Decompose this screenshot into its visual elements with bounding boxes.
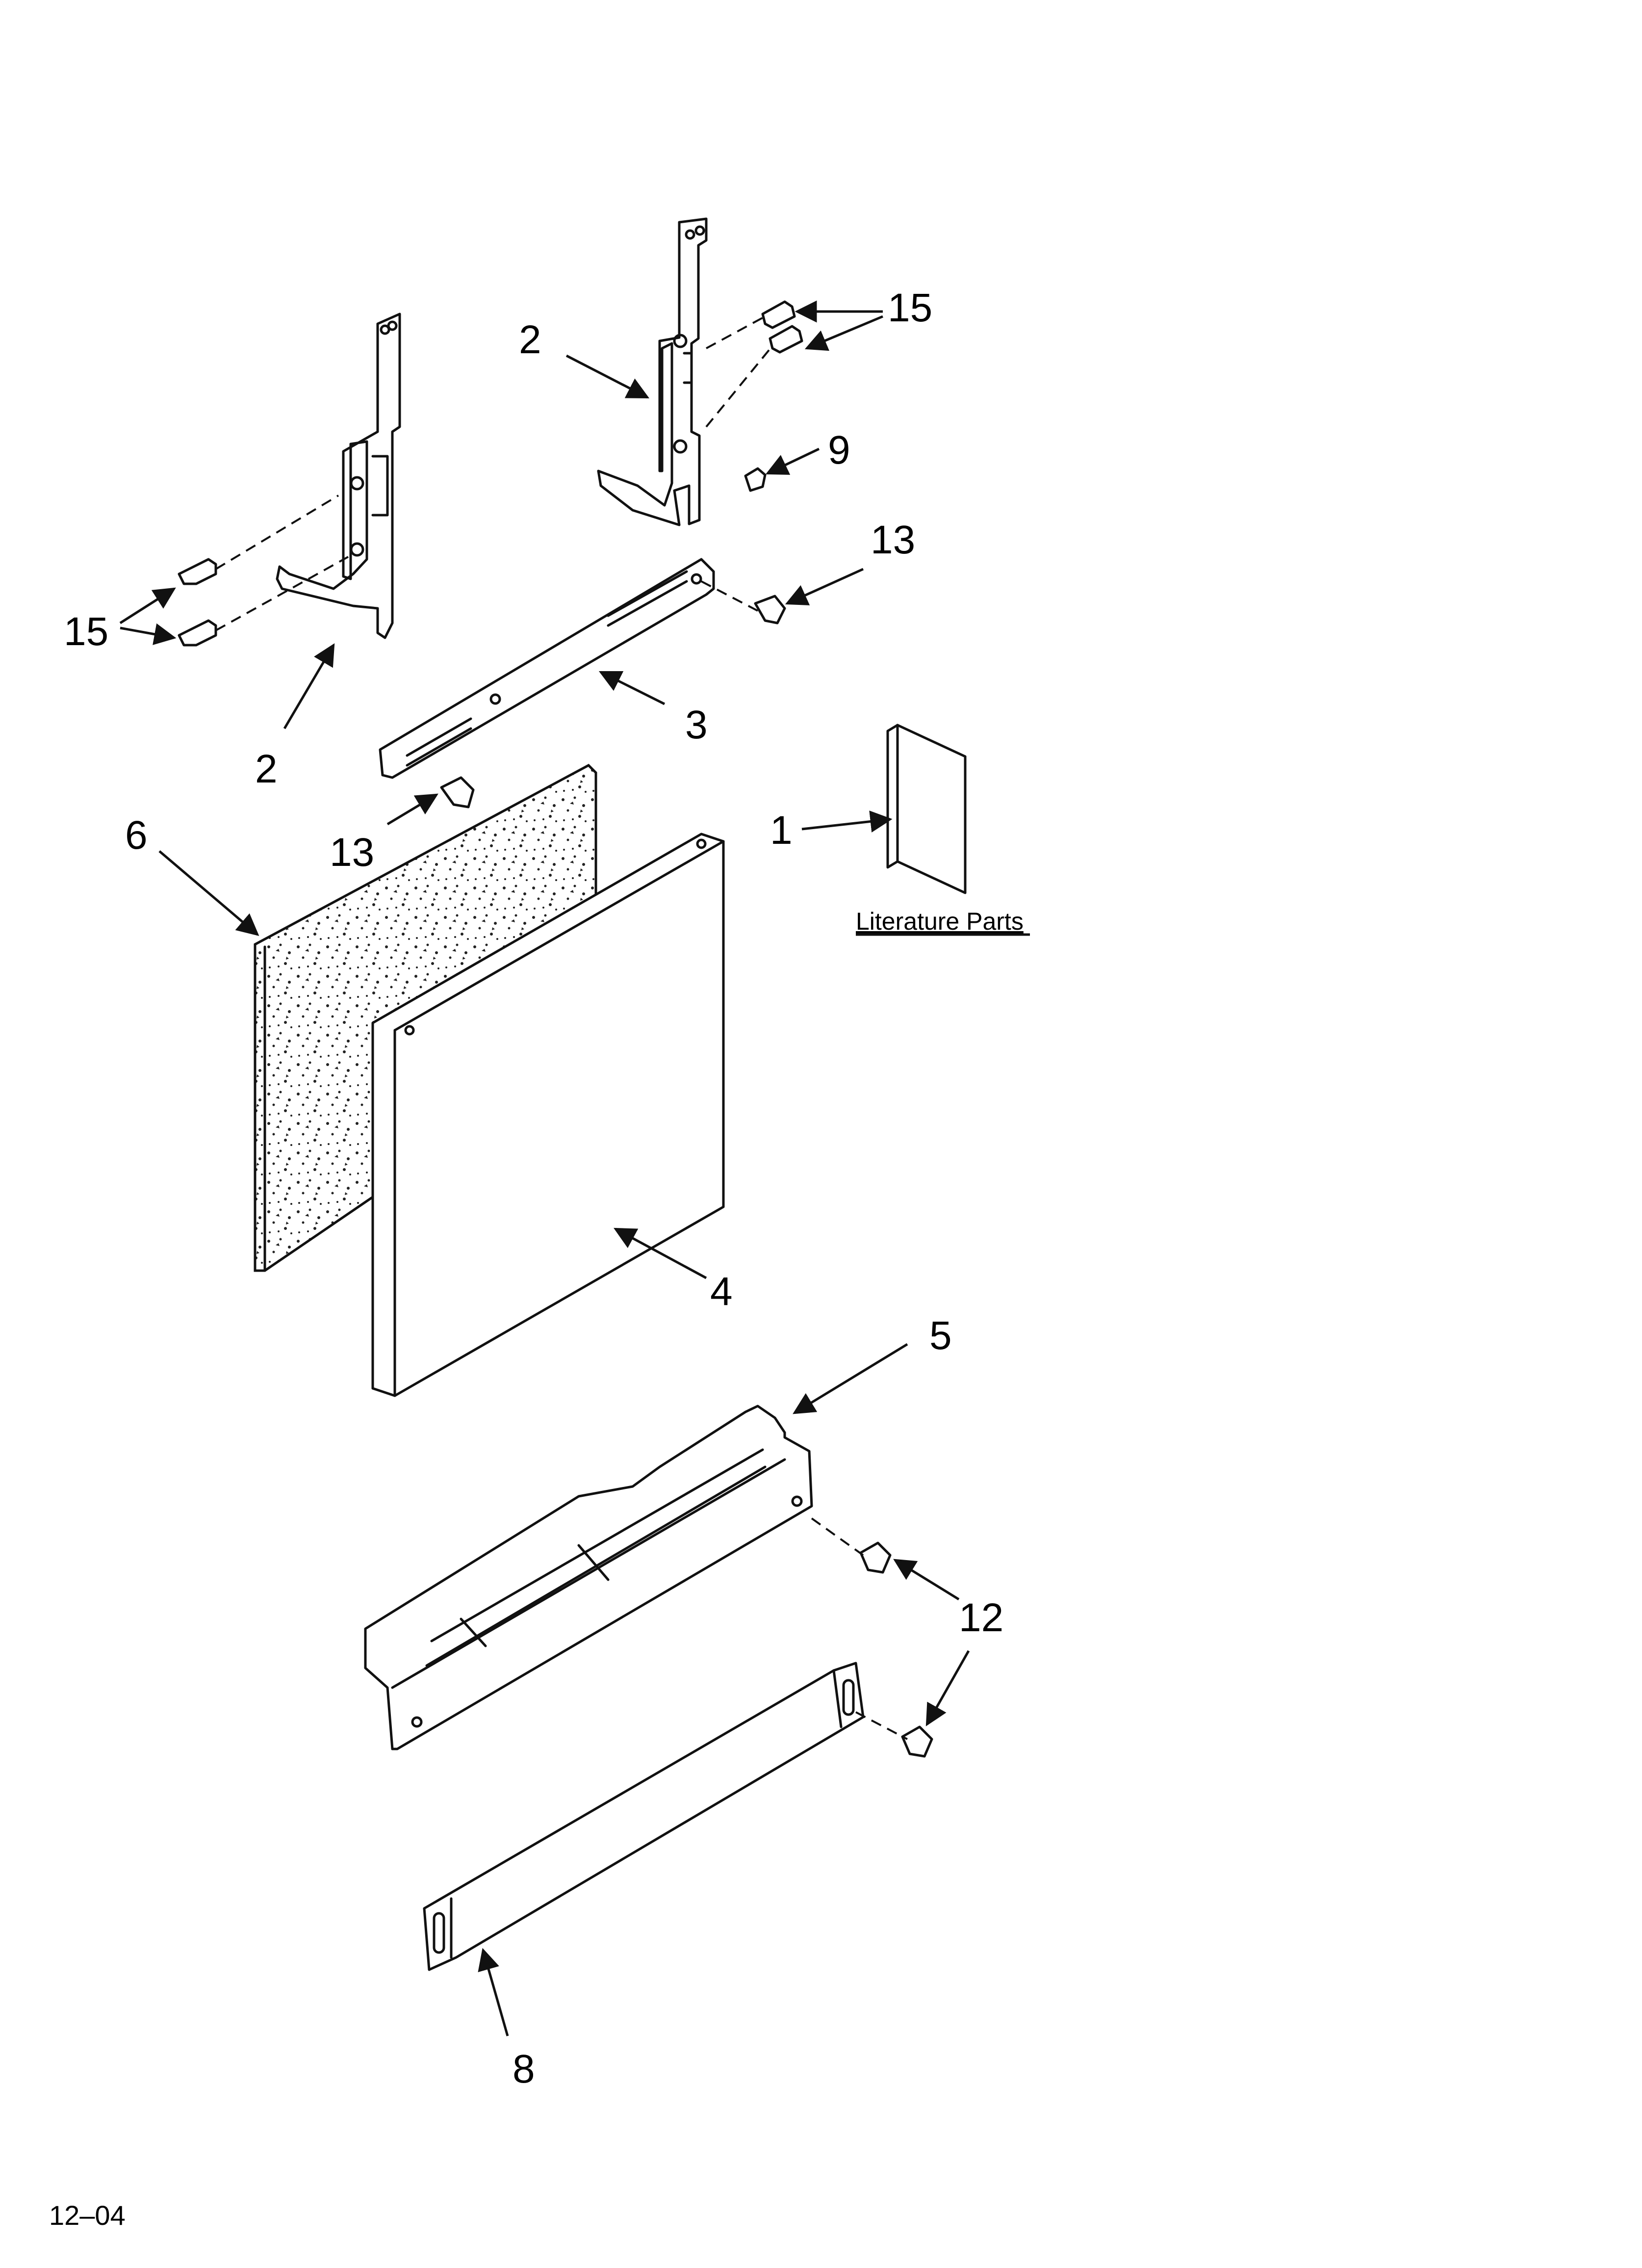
footer-code: 12–04 <box>49 2200 126 2231</box>
screw-15-upper-b <box>769 325 803 354</box>
clip-9 <box>744 467 767 492</box>
screw-15-left-b <box>178 619 217 647</box>
callout-9: 9 <box>828 428 850 472</box>
callout-15-upper: 15 <box>888 286 932 330</box>
alignment-lines <box>215 315 908 1740</box>
callout-2-left: 2 <box>255 747 278 791</box>
support-rail <box>379 558 715 779</box>
callout-2-upper: 2 <box>519 317 541 362</box>
screw-15-left-a <box>178 558 217 585</box>
toe-panel <box>364 1405 813 1750</box>
literature-booklet <box>886 724 967 894</box>
screw-13-right <box>754 595 786 625</box>
callout-1: 1 <box>770 808 793 853</box>
screws <box>178 300 933 1758</box>
callout-15-left: 15 <box>64 609 108 654</box>
hinge-bracket-left <box>276 313 401 639</box>
callout-6: 6 <box>125 813 148 858</box>
callout-5: 5 <box>929 1313 952 1358</box>
callout-4: 4 <box>710 1269 733 1314</box>
leader-arrows <box>119 300 970 2036</box>
screw-12-upper <box>859 1541 892 1574</box>
door-panel <box>371 833 725 1397</box>
hinge-bracket-upper <box>597 217 708 526</box>
screw-13-left <box>440 776 475 808</box>
callout-8: 8 <box>513 2047 535 2091</box>
screw-12-lower <box>901 1725 933 1758</box>
callout-13-right: 13 <box>871 518 915 562</box>
callout-12: 12 <box>959 1595 1003 1640</box>
literature-parts-label: Literature Parts <box>856 908 1024 935</box>
screw-15-upper-a <box>761 300 796 329</box>
callout-3: 3 <box>685 703 708 747</box>
kick-plate <box>423 1662 865 1971</box>
callout-13-left: 13 <box>330 830 374 875</box>
